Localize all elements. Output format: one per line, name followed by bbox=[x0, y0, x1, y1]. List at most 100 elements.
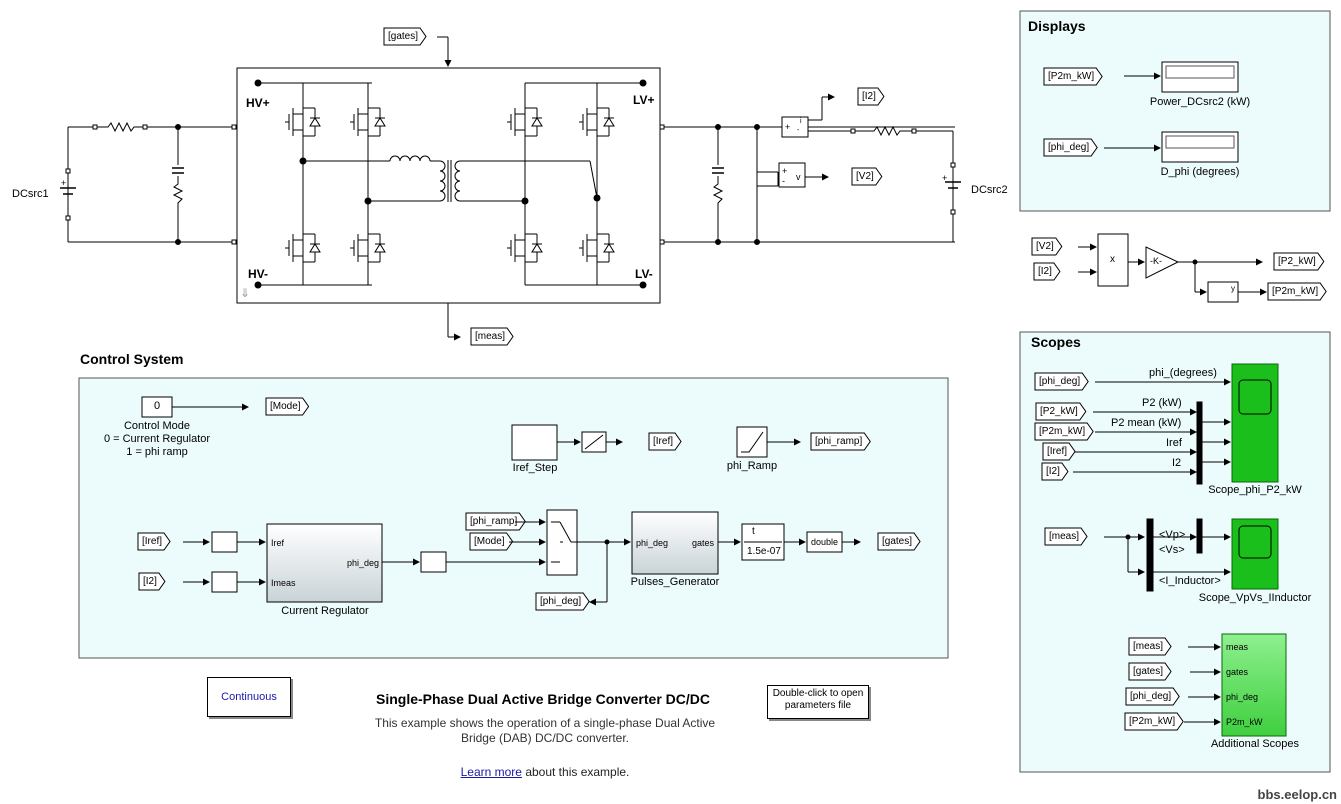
calc-p2-goto[interactable]: [P2_kW] bbox=[1278, 256, 1316, 267]
dphi-display-label: D_phi (degrees) bbox=[1160, 166, 1240, 178]
ctrl-in-i2[interactable]: [I2] bbox=[143, 576, 157, 587]
v2-goto-tag[interactable]: [V2] bbox=[856, 171, 874, 182]
product-block[interactable]: x bbox=[1110, 254, 1115, 265]
displays-p2m-from[interactable]: [P2m_kW] bbox=[1048, 71, 1095, 82]
mode-goto-tag[interactable]: [Mode] bbox=[270, 401, 301, 412]
add-in-p2m[interactable]: [P2m_kW] bbox=[1129, 716, 1176, 727]
scope-in-p2[interactable]: [P2_kW] bbox=[1040, 406, 1078, 417]
sig-il: <I_Inductor> bbox=[1159, 575, 1221, 587]
displays-phi-from[interactable]: [phi_deg] bbox=[1048, 142, 1090, 153]
switch-in-phi-ramp[interactable]: [phi_ramp] bbox=[470, 516, 518, 527]
ammeter-minus-port: - bbox=[797, 127, 800, 134]
power-stage bbox=[60, 36, 961, 341]
tag-frame bbox=[465, 512, 526, 531]
sig-p2m: P2 mean (kW) bbox=[1111, 417, 1182, 429]
pg-port-gates: gates bbox=[692, 538, 715, 548]
scope-in-iref[interactable]: [Iref] bbox=[1047, 446, 1068, 457]
power-display-label: Power_DCsrc2 (kW) bbox=[1149, 96, 1251, 108]
mean-block-icon[interactable]: y bbox=[1231, 284, 1235, 293]
gates-goto-tag[interactable]: [gates] bbox=[388, 31, 419, 42]
tag-frame bbox=[1034, 372, 1089, 391]
scope-in-p2m[interactable]: [P2m_kW] bbox=[1039, 426, 1086, 437]
phi-deg-goto-tag[interactable]: [phi_deg] bbox=[540, 596, 582, 607]
calc-p2m-goto[interactable]: [P2m_kW] bbox=[1272, 286, 1319, 297]
tag-frame bbox=[1041, 462, 1069, 481]
i2-goto-tag[interactable]: [I2] bbox=[862, 91, 876, 102]
continuous-powergui-button[interactable]: Continuous bbox=[207, 677, 291, 717]
add-in-phi[interactable]: [phi_deg] bbox=[1130, 691, 1172, 702]
tag-frame bbox=[648, 432, 682, 451]
tag-frame bbox=[1128, 662, 1172, 681]
model-title: Single-Phase Dual Active Bridge Converte… bbox=[375, 691, 710, 710]
dcsrc2-plus: + bbox=[942, 173, 948, 183]
mosfet-switch-icon bbox=[507, 233, 543, 263]
add-port-phi: phi_deg bbox=[1226, 692, 1259, 702]
learn-more-link[interactable]: Learn more bbox=[460, 765, 522, 779]
sig-vp: <Vp> bbox=[1159, 529, 1186, 541]
desc-line1: This example shows the operation of a si… bbox=[374, 716, 716, 730]
calc-i2-from[interactable]: [I2] bbox=[1038, 266, 1052, 277]
tag-frame bbox=[470, 327, 514, 346]
mode-line1: Control Mode bbox=[123, 420, 191, 432]
meas-goto-tag[interactable]: [meas] bbox=[475, 331, 506, 342]
tag-frame bbox=[1031, 237, 1063, 256]
scope-in-phi[interactable]: [phi_deg] bbox=[1039, 376, 1081, 387]
add-port-p2m: P2m_kW bbox=[1226, 717, 1263, 727]
sig-phi: phi_(degrees) bbox=[1149, 367, 1217, 379]
ammeter-i: i bbox=[800, 118, 802, 125]
add-in-meas[interactable]: [meas] bbox=[1133, 641, 1164, 652]
tag-frame bbox=[265, 397, 310, 416]
mosfet-switch-icon bbox=[285, 233, 321, 263]
scope-in-meas[interactable]: [meas] bbox=[1049, 531, 1080, 542]
phi-ramp-label: phi_Ramp bbox=[726, 460, 778, 472]
mode-constant[interactable]: 0 bbox=[154, 400, 161, 412]
sig-iref: Iref bbox=[1166, 437, 1182, 449]
calc-v2-from[interactable]: [V2] bbox=[1036, 241, 1054, 252]
tag-frame bbox=[857, 87, 885, 106]
mosfet-switch-icon bbox=[285, 107, 321, 137]
tag-frame bbox=[1125, 687, 1180, 706]
gain-block[interactable]: -K- bbox=[1150, 256, 1162, 266]
desc-line2: Bridge (DAB) DC/DC converter. bbox=[460, 731, 630, 745]
gates-goto-ctrl[interactable]: [gates] bbox=[882, 536, 913, 547]
iref-goto-tag[interactable]: [Iref] bbox=[653, 436, 674, 447]
tag-frame bbox=[1124, 712, 1184, 731]
down-arrow-icon[interactable]: ⇓ bbox=[240, 286, 251, 300]
hv-minus-label: HV- bbox=[248, 267, 269, 281]
tag-frame bbox=[1043, 138, 1098, 157]
tag-frame bbox=[810, 432, 871, 451]
mosfet-switch-icon bbox=[350, 233, 386, 263]
tag-frame bbox=[1034, 422, 1094, 441]
scope1-label: Scope_phi_P2_kW bbox=[1208, 484, 1302, 496]
switch-in-mode[interactable]: [Mode] bbox=[474, 536, 505, 547]
mode-line3: 1 = phi ramp bbox=[126, 446, 188, 458]
watermark: bbs.eelop.cn bbox=[1257, 787, 1337, 802]
voltmeter-v: v bbox=[796, 172, 801, 182]
ctrl-in-iref[interactable]: [Iref] bbox=[142, 536, 163, 547]
mosfet-switch-icon bbox=[350, 107, 386, 137]
add-in-gates[interactable]: [gates] bbox=[1133, 666, 1164, 677]
cr-port-phi: phi_deg bbox=[347, 558, 380, 568]
sig-p2: P2 (kW) bbox=[1142, 397, 1182, 409]
phi-ramp-goto-tag[interactable]: [phi_ramp] bbox=[815, 436, 863, 447]
params-line2: parameters file bbox=[784, 700, 852, 711]
lv-minus-label: LV- bbox=[635, 267, 653, 281]
tag-frame bbox=[1035, 402, 1087, 421]
additional-scopes-label: Additional Scopes bbox=[1210, 738, 1300, 750]
cr-port-iref: Iref bbox=[271, 538, 285, 548]
scope-in-i2[interactable]: [I2] bbox=[1046, 466, 1060, 477]
delay-value: 1.5e-07 bbox=[747, 546, 781, 557]
mode-line2: 0 = Current Regulator bbox=[103, 433, 211, 445]
delay-t: t bbox=[752, 526, 755, 537]
tag-frame bbox=[1043, 67, 1103, 86]
open-parameters-button[interactable]: Double-click to open parameters file bbox=[767, 685, 869, 719]
add-port-gates: gates bbox=[1226, 667, 1249, 677]
tag-frame bbox=[1273, 252, 1325, 271]
params-line1: Double-click to open bbox=[772, 688, 864, 699]
double-block[interactable]: double bbox=[811, 537, 839, 547]
tag-frame bbox=[535, 592, 590, 611]
tag-frame bbox=[138, 572, 166, 591]
displays-panel bbox=[1019, 10, 1331, 212]
add-port-meas: meas bbox=[1226, 642, 1249, 652]
